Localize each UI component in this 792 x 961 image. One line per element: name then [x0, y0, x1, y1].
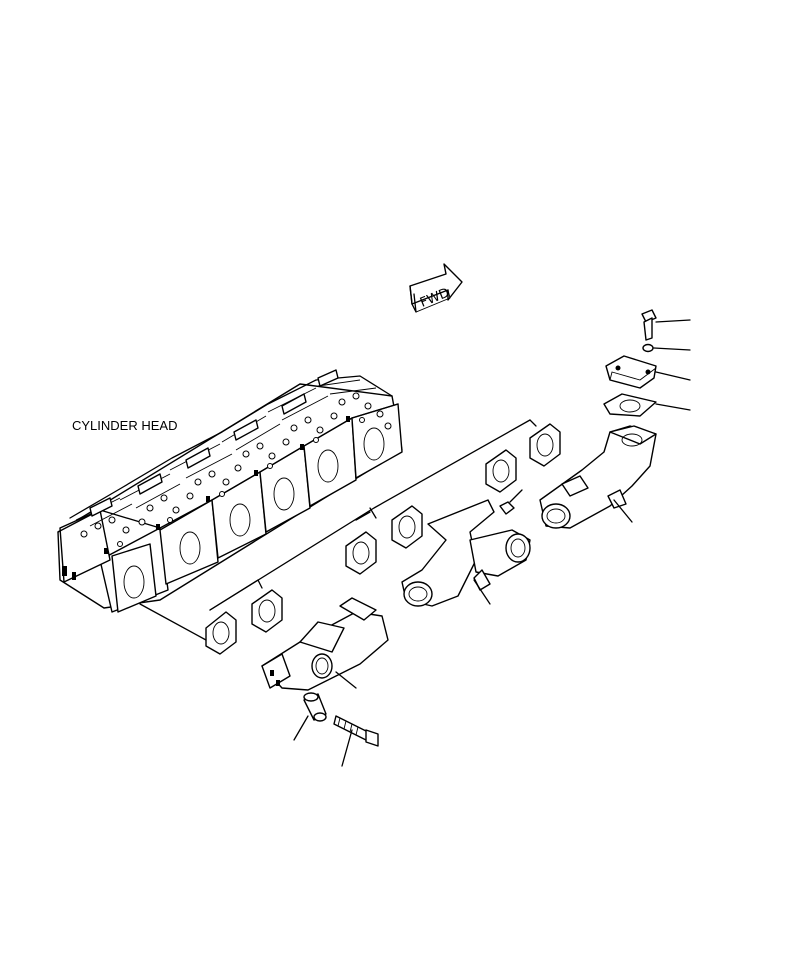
washer-top — [642, 343, 691, 353]
cylinder-head-label: CYLINDER HEAD — [72, 418, 177, 433]
gasket-icon — [251, 589, 283, 633]
exhaust-gaskets — [139, 419, 561, 655]
cover-plate — [605, 355, 691, 389]
cylinder-head-assembly — [57, 369, 403, 613]
bolt-top — [641, 309, 691, 341]
cylinder-head-top-detail — [75, 369, 377, 527]
cylinder-head-studs — [62, 416, 350, 580]
cover-gasket — [603, 393, 691, 417]
mounting-bolt — [333, 715, 379, 767]
gasket-icon — [529, 423, 561, 467]
gasket-icon — [205, 611, 237, 655]
exhaust-manifold-front — [261, 597, 389, 691]
fwd-arrow-icon: FWD — [409, 263, 463, 313]
exhaust-manifold-center — [401, 489, 531, 607]
gasket-icon — [485, 449, 517, 493]
exhaust-manifold-rear — [539, 425, 657, 529]
gasket-icon — [391, 505, 423, 549]
cylinder-head-bolt-holes — [80, 392, 392, 547]
sleeve-spacer — [293, 692, 327, 741]
gasket-icon — [345, 531, 377, 575]
